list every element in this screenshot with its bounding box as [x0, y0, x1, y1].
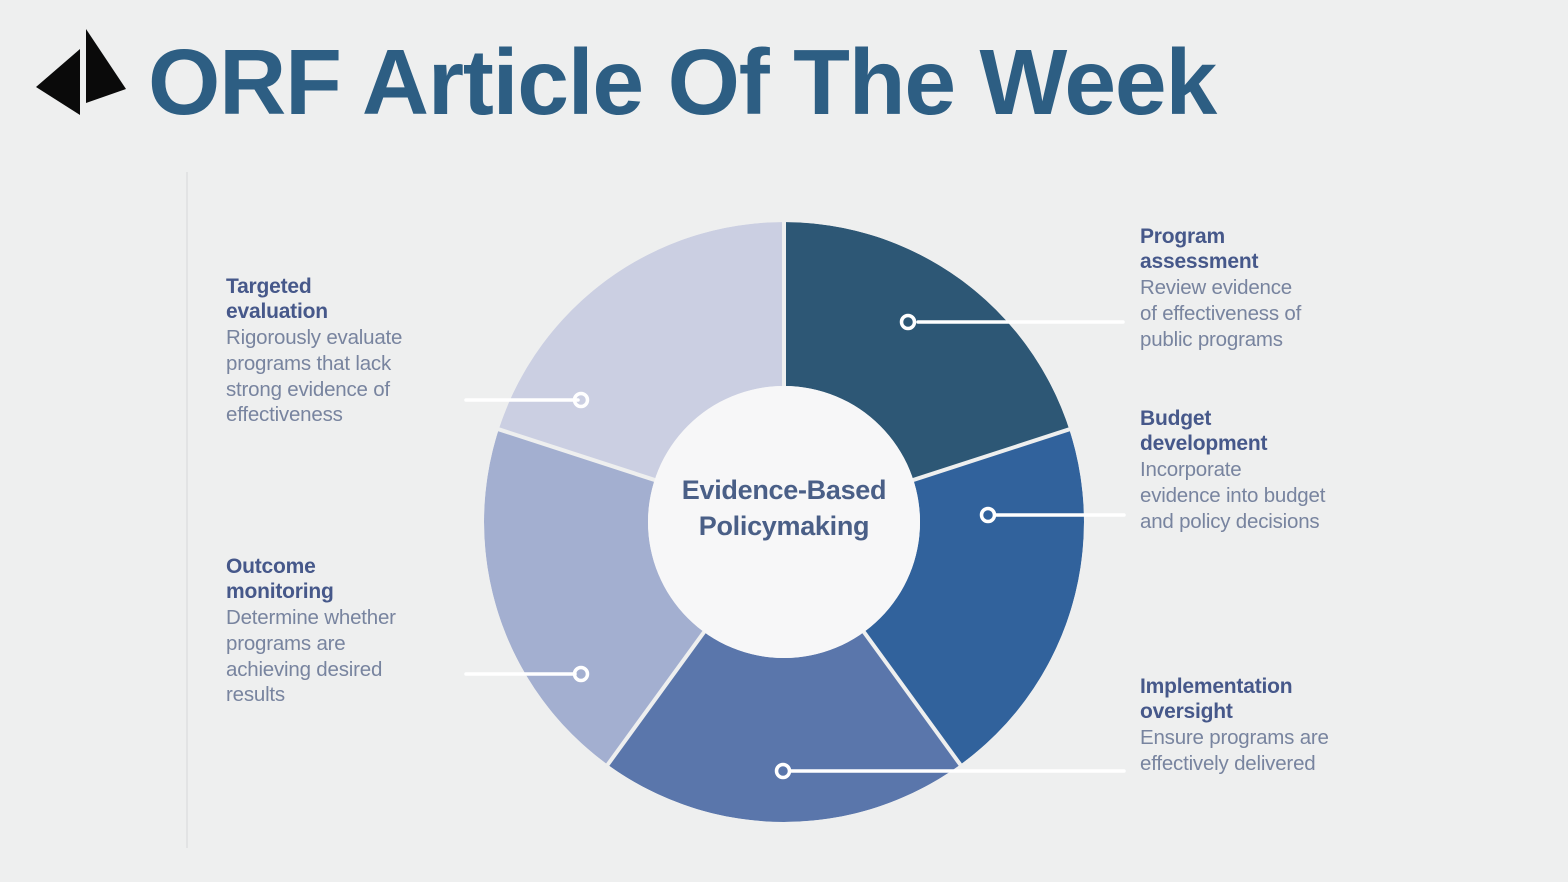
callout-program-assessment[interactable]: Program assessment Review evidence of ef… [1140, 224, 1355, 352]
callout-body-budget-development: Incorporate evidence into budget and pol… [1140, 457, 1365, 534]
title-line: Targeted [226, 275, 312, 298]
body-line: achieving desired [226, 657, 383, 681]
callout-body-implementation-oversight: Ensure programs are effectively delivere… [1140, 725, 1365, 776]
callout-title-outcome-monitoring: Outcome monitoring [226, 554, 431, 604]
segment-dividers [494, 218, 1074, 770]
title-line: development [1140, 432, 1268, 456]
callout-outcome-monitoring[interactable]: Outcome monitoring Determine whether pro… [226, 554, 431, 708]
body-line: evidence into budget [1140, 484, 1326, 507]
title-line: oversight [1140, 700, 1233, 724]
donut-segment-implementation-oversight[interactable] [607, 522, 961, 822]
center-label-line-2: Policymaking [698, 510, 870, 541]
marker-targeted-evaluation [572, 391, 590, 409]
title-line: assessment [1140, 250, 1259, 274]
callout-implementation-oversight[interactable]: Implementation oversight Ensure programs… [1140, 674, 1365, 777]
callout-targeted-evaluation[interactable]: Targeted evaluation Rigorously evaluate … [226, 274, 431, 428]
body-line: Incorporate [1140, 458, 1242, 482]
title-line: Implementation [1140, 675, 1293, 698]
callout-body-program-assessment: Review evidence of effectiveness of publ… [1140, 275, 1355, 352]
callout-budget-development[interactable]: Budget development Incorporate evidence … [1140, 406, 1365, 534]
marker-outcome-monitoring [572, 665, 590, 683]
body-line: of effectiveness of [1140, 302, 1302, 325]
marker-implementation-oversight [774, 762, 792, 780]
vertical-divider [186, 172, 188, 848]
body-line: effectively delivered [1140, 752, 1316, 775]
page-header: ORF Article Of The Week [0, 0, 1568, 178]
body-line: Ensure programs are [1140, 726, 1329, 750]
body-line: and policy decisions [1140, 509, 1320, 533]
connector-markers [572, 313, 997, 780]
callout-body-outcome-monitoring: Determine whether programs are achieving… [226, 605, 431, 708]
body-line: public programs [1140, 327, 1283, 351]
title-line: monitoring [226, 580, 334, 604]
body-line: Determine whether [226, 606, 396, 630]
donut-inner-hole [648, 386, 920, 658]
body-line: effectiveness [226, 403, 343, 427]
callout-title-program-assessment: Program assessment [1140, 224, 1355, 274]
connector-lines [464, 320, 1126, 773]
title-line: Program [1140, 225, 1225, 248]
donut-center-label: Evidence-Based Policymaking [634, 473, 934, 545]
title-line: evaluation [226, 300, 328, 324]
body-line: Rigorously evaluate [226, 326, 403, 350]
marker-program-assessment [899, 313, 917, 331]
callout-title-budget-development: Budget development [1140, 406, 1365, 456]
callout-title-implementation-oversight: Implementation oversight [1140, 674, 1365, 724]
body-line: results [226, 683, 285, 707]
callout-body-targeted-evaluation: Rigorously evaluate programs that lack s… [226, 325, 431, 428]
page-title: ORF Article Of The Week [148, 30, 1217, 134]
center-label-line-1: Evidence-Based [681, 475, 887, 505]
title-line: Outcome [226, 555, 316, 578]
body-line: Review evidence [1140, 276, 1292, 300]
title-line: Budget [1140, 407, 1212, 430]
marker-budget-development [979, 506, 997, 524]
body-line: strong evidence of [226, 377, 390, 401]
body-line: programs that lack [226, 352, 392, 375]
callout-title-targeted-evaluation: Targeted evaluation [226, 274, 431, 324]
body-line: programs are [226, 632, 346, 655]
orf-triangles-logo-icon [36, 29, 126, 115]
